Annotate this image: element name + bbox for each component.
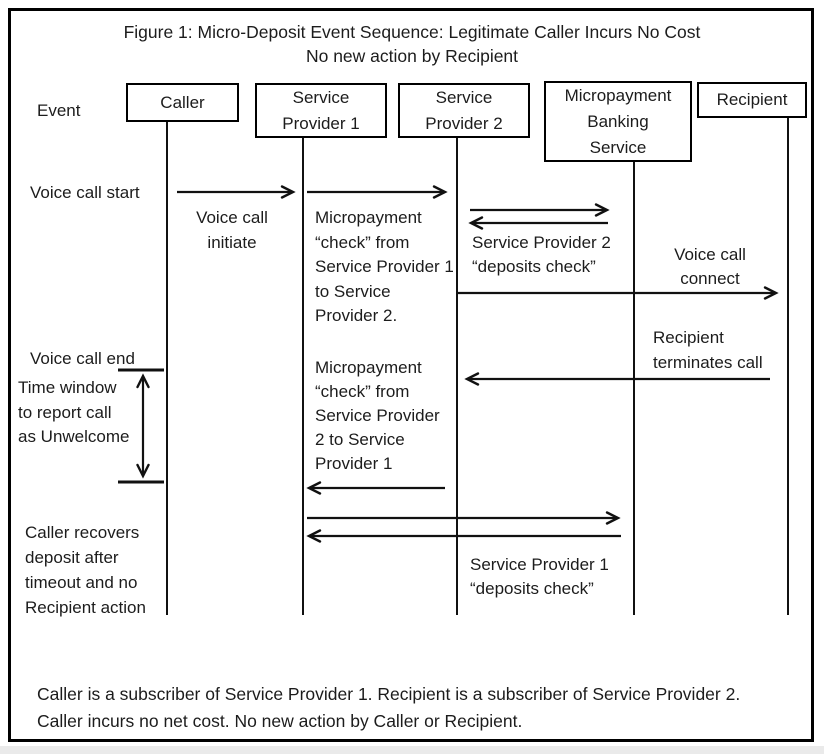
event-voice-call-start: Voice call start: [30, 183, 140, 202]
actor-box-recipient: Recipient: [697, 82, 807, 118]
page-edge-strip: [0, 746, 824, 754]
footer-note: Caller is a subscriber of Service Provid…: [37, 681, 797, 735]
figure-title: Figure 1: Micro-Deposit Event Sequence: …: [0, 20, 824, 68]
message-micropayment-check-1: Micropayment “check” from Service Provid…: [315, 208, 454, 325]
actor-box-micropayment-banking-service: Micropayment Banking Service: [544, 81, 692, 162]
actor-label-service-provider-1: Service Provider 1: [282, 87, 360, 133]
actor-label-service-provider-2: Service Provider 2: [425, 87, 503, 133]
figure-title-line1: Figure 1: Micro-Deposit Event Sequence: …: [123, 22, 701, 42]
actor-box-service-provider-1: Service Provider 1: [255, 83, 387, 138]
event-caller-recovers-deposit: Caller recovers deposit after timeout an…: [25, 523, 146, 617]
message-recipient-terminates-call: Recipient terminates call: [653, 328, 763, 372]
message-voice-call-initiate: Voice call initiate: [196, 208, 268, 252]
message-sp2-deposits-check: Service Provider 2 “deposits check”: [472, 233, 611, 276]
actor-label-micropayment-banking-service: Micropayment Banking Service: [564, 85, 672, 157]
message-voice-call-connect: Voice call connect: [674, 245, 746, 288]
message-sp1-deposits-check: Service Provider 1 “deposits check”: [470, 555, 609, 598]
actor-label-recipient: Recipient: [716, 90, 788, 109]
event-voice-call-end: Voice call end: [30, 349, 135, 368]
actor-box-caller: Caller: [126, 83, 239, 122]
event-column-header: Event: [37, 101, 81, 120]
footer-note-line2: Caller incurs no net cost. No new action…: [37, 711, 523, 731]
figure-title-line2: No new action by Recipient: [305, 46, 519, 66]
actor-label-caller: Caller: [160, 92, 205, 112]
event-time-window: Time window to report call as Unwelcome: [18, 378, 130, 446]
actor-box-service-provider-2: Service Provider 2: [398, 83, 530, 138]
message-micropayment-check-2: Micropayment “check” from Service Provid…: [315, 358, 440, 473]
footer-note-line1: Caller is a subscriber of Service Provid…: [37, 684, 741, 704]
